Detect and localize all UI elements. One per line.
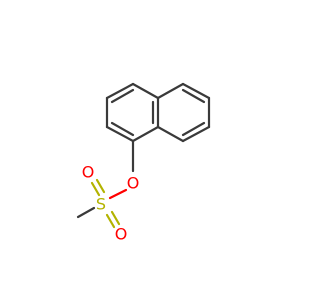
bond-ring-a-4 [131, 125, 160, 143]
bond-ring-b-2 [181, 82, 211, 100]
bond-s-otop-2 [90, 181, 101, 197]
atom-oxygen-top: O [82, 163, 95, 182]
bond-ring-a-1 [105, 82, 135, 100]
bond-o-s-left [108, 188, 128, 200]
atom-bridge-oxygen: O [127, 174, 140, 193]
bond-ring-b-5 [156, 125, 185, 143]
bond-ring-a-double-1 [110, 88, 135, 104]
bond-s-obottom-1 [110, 210, 121, 226]
atom-oxygen-bottom: O [115, 225, 128, 244]
bond-ring-a-5 [105, 125, 135, 143]
bond-ring-a-2 [131, 82, 160, 100]
bond-s-obottom-2 [105, 213, 116, 229]
bond-s-otop-1 [95, 178, 106, 194]
bond-ring-a-double-3 [110, 121, 135, 137]
molecule-diagram: O S O O [76, 82, 211, 244]
atom-sulfur: S [96, 195, 106, 214]
bond-s-methyl [76, 206, 96, 219]
bond-ring-b-double-2 [181, 121, 206, 137]
bond-ring-b-double-1 [181, 88, 206, 104]
bond-ring-b-4 [181, 125, 211, 143]
structure-canvas: O S O O [76, 82, 211, 244]
bond-ring-b-1 [156, 82, 185, 100]
